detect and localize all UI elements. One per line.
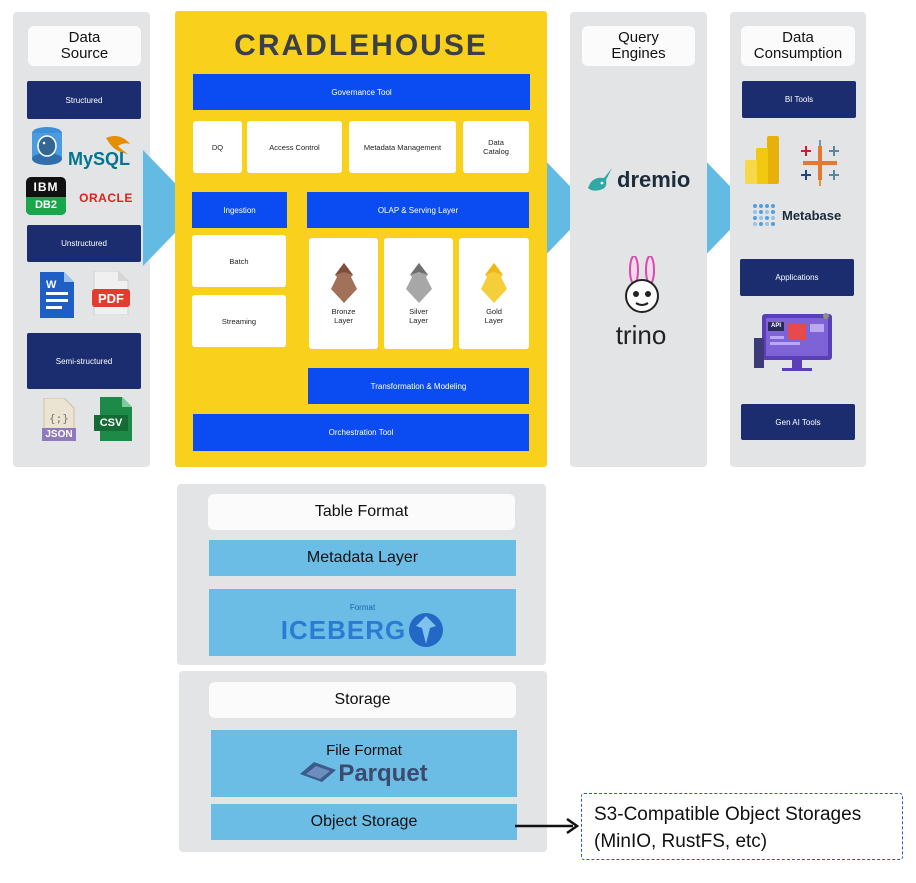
query-engines-title-line2: Engines	[611, 45, 666, 62]
query-engines-header: Query Engines	[582, 26, 695, 66]
governance-tool-bar: Governance Tool	[193, 74, 530, 110]
streaming-card: Streaming	[192, 295, 286, 347]
silver-layer-card: Silver Layer	[384, 238, 453, 349]
olap-serving-layer-bar: OLAP & Serving Layer	[307, 192, 529, 228]
gold-line2: Layer	[484, 315, 504, 325]
data-source-title-line2: Source	[60, 45, 109, 62]
parquet-logo: Parquet	[300, 759, 428, 788]
data-source-header: Data Source	[28, 26, 141, 66]
data-consumption-title-line2: Consumption	[753, 45, 843, 62]
bronze-layer-card: Bronze Layer	[309, 238, 378, 349]
object-storage-bar: Object Storage	[211, 804, 517, 840]
applications-label: Applications	[740, 259, 854, 296]
ibm-text: IBM	[33, 180, 59, 194]
data-consumption-title-line1: Data	[782, 29, 814, 46]
metadata-layer-bar: Metadata Layer	[209, 540, 516, 576]
pdf-text: PDF	[98, 291, 124, 306]
gold-iceberg-icon	[481, 262, 507, 303]
s3-line1: S3-Compatible Object Storages	[594, 804, 862, 825]
query-engines-panel	[570, 12, 707, 467]
orchestration-tool-bar: Orchestration Tool	[193, 414, 529, 451]
batch-card: Batch	[192, 235, 286, 287]
iceberg-logo-icon	[409, 613, 444, 647]
cradlehouse-title: CRADLEHOUSE	[234, 29, 488, 62]
silver-line2: Layer	[409, 315, 428, 325]
data-consumption-header: Data Consumption	[741, 26, 855, 66]
dremio-narwhal-icon	[588, 168, 612, 191]
transformation-modeling-bar: Transformation & Modeling	[308, 368, 529, 404]
s3-compatible-storages-box: S3-Compatible Object Storages (MinIO, Ru…	[581, 793, 903, 860]
mysql-text: MySQL	[68, 149, 130, 169]
unstructured-label: Unstructured	[27, 225, 141, 262]
iceberg-format-small: Format	[349, 603, 376, 612]
file-format-box: File Format Parquet	[211, 730, 517, 797]
iceberg-format-box: Format ICEBERG	[209, 589, 516, 656]
trino-bunny-icon	[620, 255, 664, 316]
mysql-logo: MySQL	[68, 134, 138, 170]
flow-arrow-query-to-consumption	[695, 150, 751, 266]
metabase-logo: Metabase	[752, 203, 852, 227]
bronze-line2: Layer	[334, 315, 353, 325]
dremio-logo: dremio	[586, 164, 696, 196]
iceberg-text: ICEBERG	[280, 614, 407, 645]
data-catalog-line1: Data	[488, 138, 504, 147]
api-application-illustration: API	[754, 308, 842, 374]
ibm-db2-logo: IBM DB2	[26, 177, 66, 215]
trino-text: trino	[615, 320, 667, 350]
oracle-logo: ORACLE	[79, 191, 133, 205]
silver-iceberg-icon	[405, 262, 432, 303]
data-catalog-card: Data Catalog	[463, 121, 529, 173]
table-format-title: Table Format	[208, 494, 515, 530]
structured-label: Structured	[27, 81, 141, 119]
pdf-document-icon: PDF	[92, 270, 130, 316]
semi-structured-label: Semi-structured	[27, 333, 141, 389]
flow-arrow-source-to-cradlehouse	[143, 150, 199, 266]
dq-card: DQ	[193, 121, 242, 173]
ingestion-bar: Ingestion	[192, 192, 287, 228]
bi-tools-label: BI Tools	[742, 81, 856, 118]
tableau-icon	[797, 140, 843, 186]
bronze-iceberg-icon	[330, 262, 357, 303]
json-text: JSON	[45, 429, 73, 440]
csv-text: CSV	[99, 417, 123, 429]
svg-text:W: W	[46, 279, 57, 291]
gold-layer-card: Gold Layer	[459, 238, 529, 349]
data-catalog-line2: Catalog	[483, 147, 509, 156]
metabase-dots-icon	[753, 204, 775, 226]
data-source-title-line1: Data	[68, 29, 101, 46]
access-control-card: Access Control	[247, 121, 342, 173]
word-document-icon: W	[40, 272, 74, 318]
metadata-management-card: Metadata Management	[349, 121, 456, 173]
csv-file-icon: CSV	[94, 397, 134, 441]
storage-title: Storage	[209, 682, 516, 718]
s3-line2: (MinIO, RustFS, etc)	[594, 831, 768, 852]
power-bi-icon	[745, 136, 781, 184]
api-label-text: API	[770, 323, 781, 329]
dremio-text: dremio	[617, 167, 691, 192]
query-engines-title-line1: Query	[618, 29, 659, 46]
json-file-icon: {;} JSON	[40, 397, 76, 442]
parquet-text: Parquet	[338, 759, 428, 787]
flow-arrow-cradlehouse-to-query	[535, 150, 591, 266]
db2-text: DB2	[34, 199, 57, 211]
svg-text:{;}: {;}	[49, 412, 69, 425]
parquet-logo-icon	[300, 761, 337, 782]
gold-line1: Gold	[486, 306, 502, 316]
postgresql-icon	[31, 126, 63, 166]
silver-line1: Silver	[409, 306, 428, 316]
bronze-line1: Bronze	[331, 306, 356, 316]
file-format-label: File Format	[326, 741, 402, 759]
gen-ai-tools-label: Gen AI Tools	[741, 404, 855, 440]
metabase-text: Metabase	[782, 207, 842, 223]
iceberg-logo: ICEBERG	[281, 612, 444, 648]
arrow-object-storage-to-s3	[515, 817, 580, 835]
